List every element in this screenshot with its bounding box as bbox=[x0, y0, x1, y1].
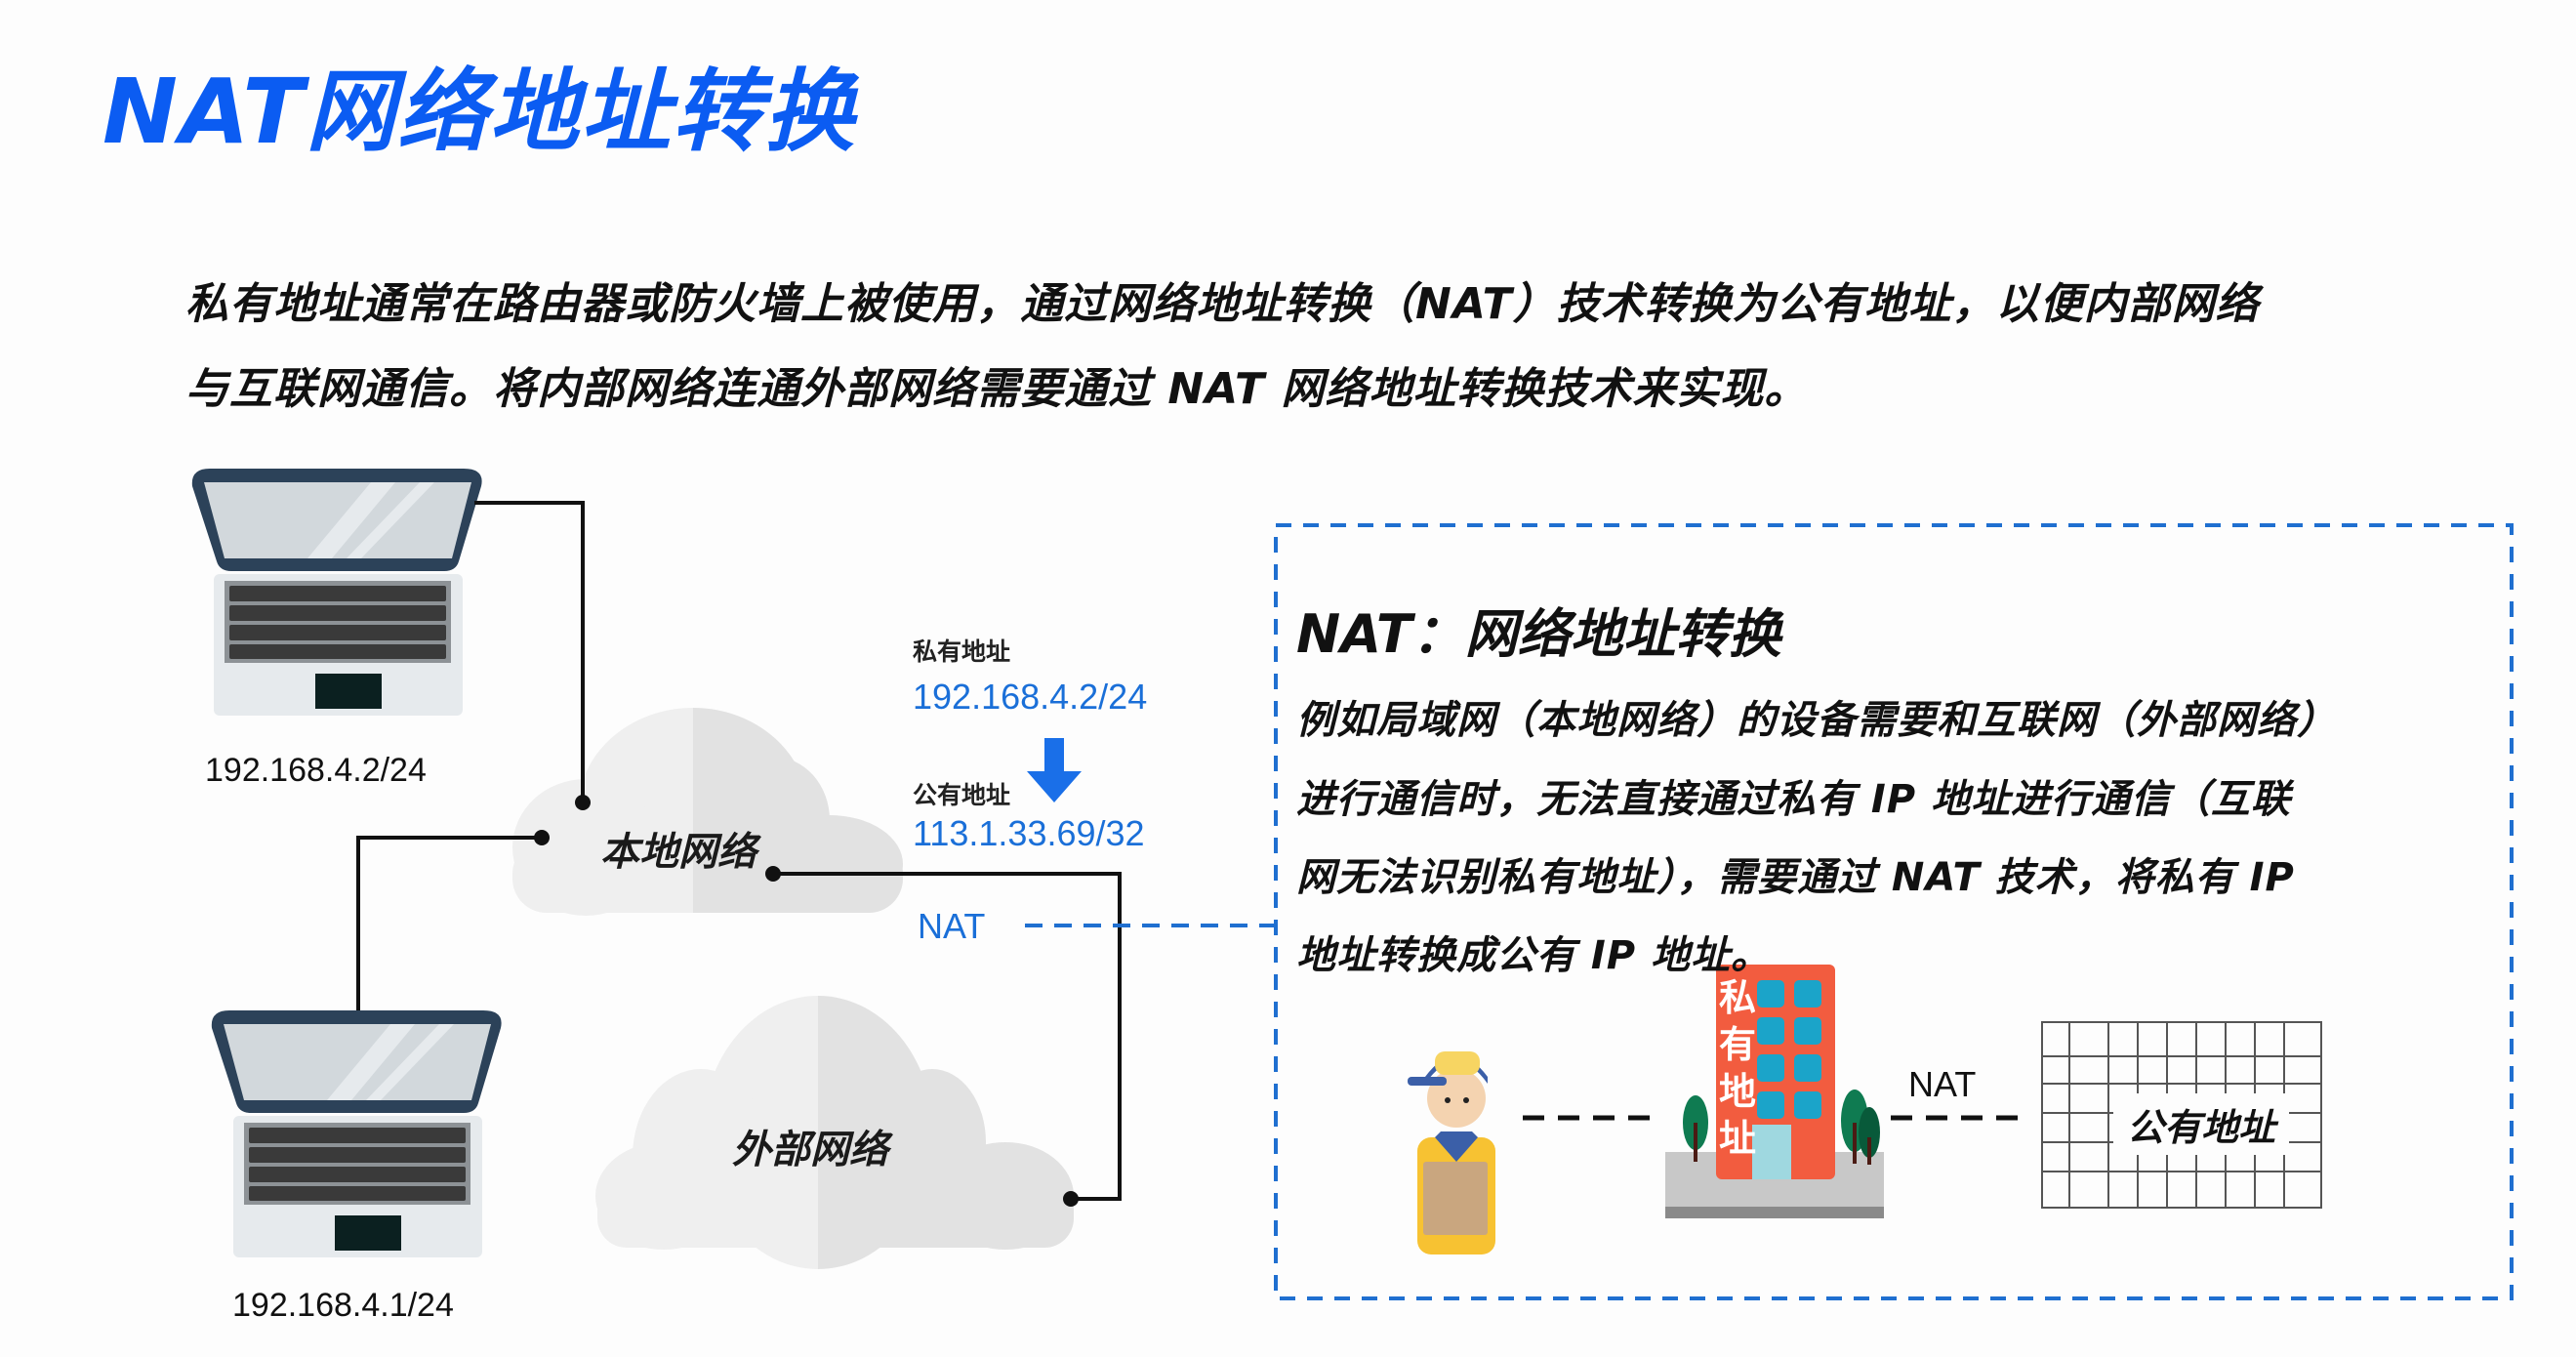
explanation-line-3: 网无法识别私有地址），需要通过 NAT 技术，将私有 IP bbox=[1296, 855, 2295, 900]
external-network-cloud-icon bbox=[595, 996, 1074, 1269]
delivery-person-icon bbox=[1408, 1051, 1495, 1254]
building-char: 私 bbox=[1718, 976, 1756, 1019]
private-address-building-icon bbox=[1665, 965, 1884, 1218]
down-arrow-icon bbox=[1027, 738, 1082, 802]
public-address-label: 公有地址 bbox=[913, 781, 1011, 809]
explanation-line-1: 例如局域网（本地网络）的设备需要和互联网（外部网络） bbox=[1296, 698, 2337, 743]
illustration-nat-label: NAT bbox=[1908, 1064, 1977, 1104]
nat-label: NAT bbox=[918, 906, 986, 946]
connector-lines bbox=[356, 501, 1122, 1201]
public-ip-value: 113.1.33.69/32 bbox=[913, 813, 1145, 853]
tree-icon bbox=[1683, 1090, 1880, 1165]
private-address-label: 私有地址 bbox=[913, 637, 1011, 666]
explanation-box-border bbox=[1274, 523, 2514, 1300]
laptop-1-ip-label: 192.168.4.2/24 bbox=[205, 752, 427, 789]
explanation-line-4: 地址转换成公有 IP 地址。 bbox=[1296, 933, 1772, 978]
local-network-cloud-icon bbox=[512, 708, 903, 916]
intro-paragraph-line-2: 与互联网通信。将内部网络连通外部网络需要通过 NAT 网络地址转换技术来实现。 bbox=[185, 364, 1809, 414]
intro-paragraph-line-1: 私有地址通常在路由器或防火墙上被使用，通过网络地址转换（NAT）技术转换为公有地… bbox=[185, 279, 2260, 329]
private-ip-value: 192.168.4.2/24 bbox=[913, 677, 1148, 717]
explanation-line-2: 进行通信时，无法直接通过私有 IP 地址进行通信（互联 bbox=[1296, 777, 2292, 822]
building-char: 地 bbox=[1718, 1070, 1756, 1113]
laptop-2-icon bbox=[211, 1010, 502, 1257]
laptop-2-ip-label: 192.168.4.1/24 bbox=[232, 1287, 454, 1324]
local-network-label: 本地网络 bbox=[600, 830, 756, 875]
connector-dots bbox=[534, 795, 1079, 1207]
building-char: 有 bbox=[1718, 1023, 1756, 1066]
laptop-1-icon bbox=[191, 469, 482, 716]
external-network-label: 外部网络 bbox=[732, 1128, 888, 1172]
explanation-title: NAT：网络地址转换 bbox=[1296, 603, 1781, 665]
building-char: 址 bbox=[1718, 1117, 1756, 1160]
page-title: NAT网络地址转换 bbox=[102, 60, 857, 164]
building-label: 私 有 地 址 bbox=[1718, 974, 1757, 1162]
locker-public-address-label: 公有地址 bbox=[2113, 1093, 2290, 1155]
